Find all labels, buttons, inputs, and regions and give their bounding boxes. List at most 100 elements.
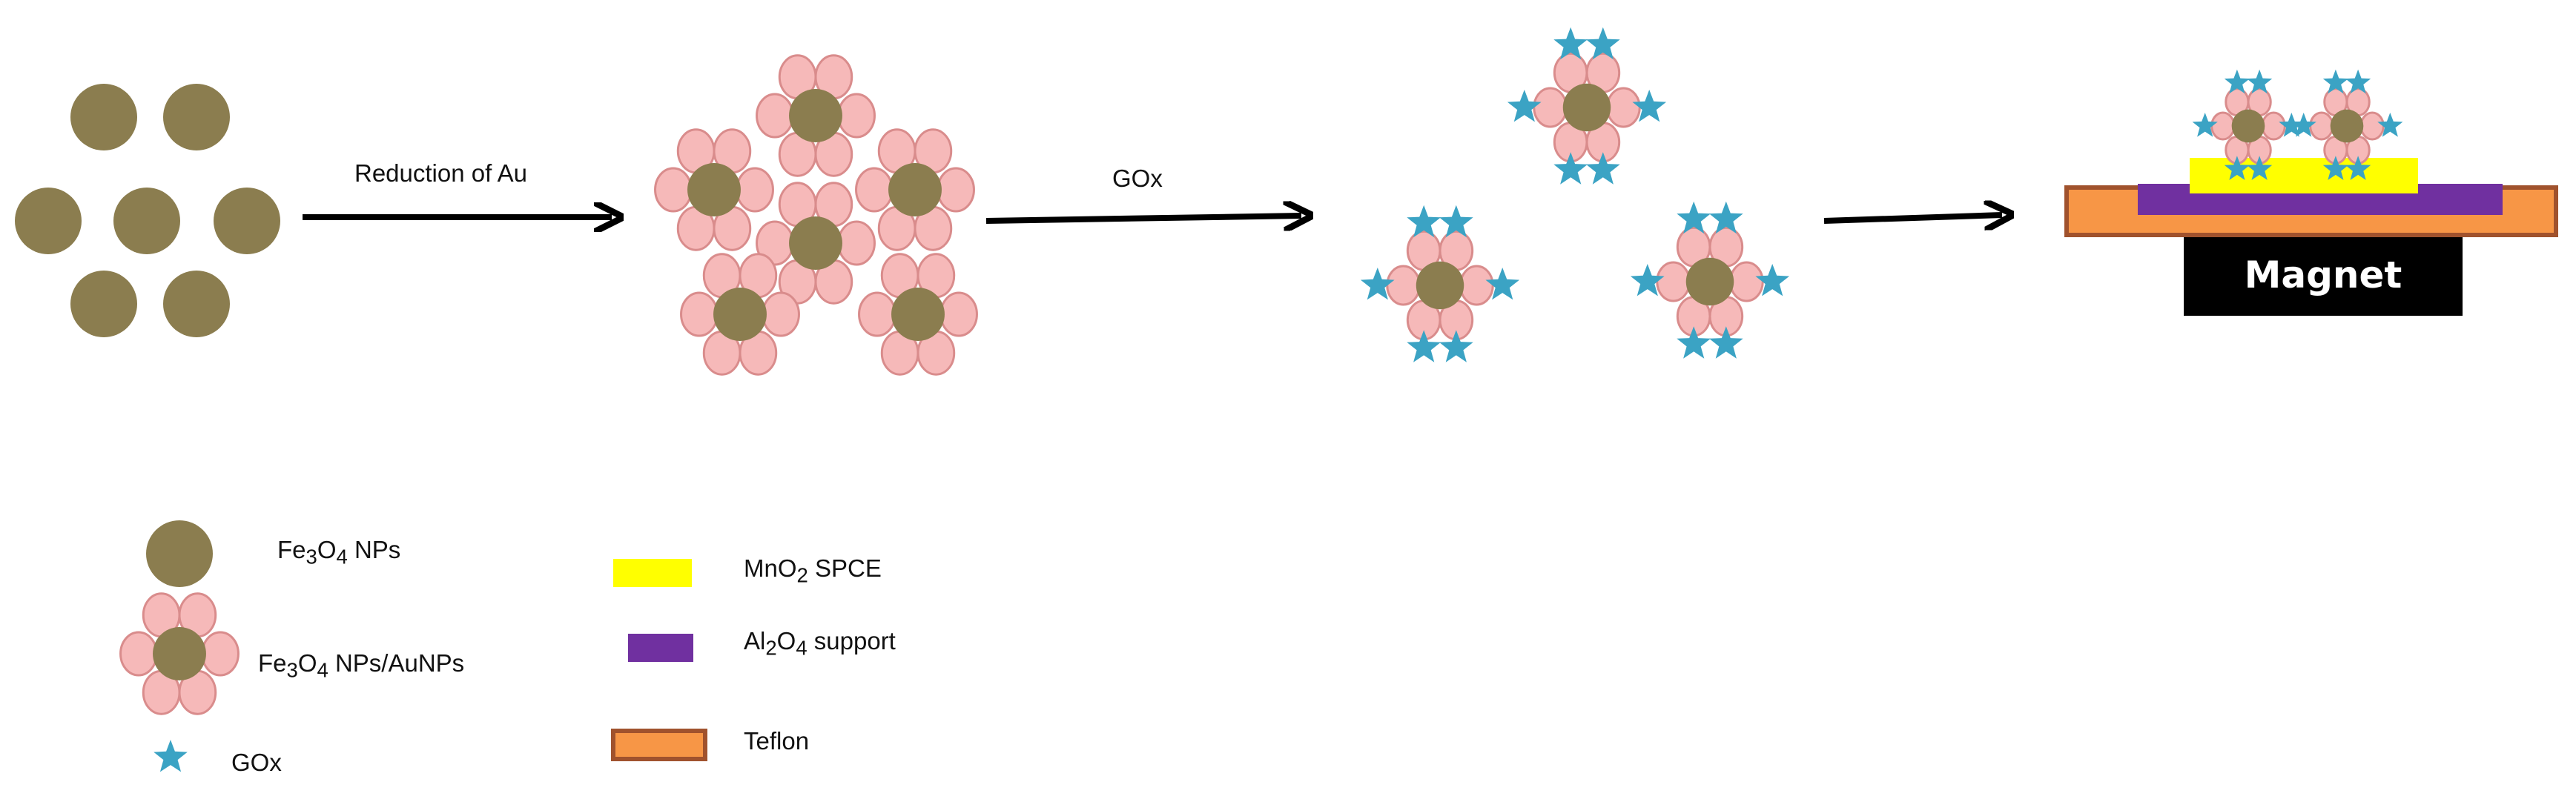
- gox-star-icon: [2192, 113, 2218, 137]
- fe3o4-cluster: [15, 84, 280, 337]
- gox-star-icon: [2247, 156, 2273, 180]
- gox-star-icon: [2345, 69, 2371, 94]
- au-nanoparticle: [736, 167, 774, 213]
- electrode-assembly: [2064, 158, 2558, 316]
- au-nanoparticle: [680, 291, 719, 337]
- fe3o4-aunp-particle: [858, 253, 978, 376]
- fe3o4-aunps-gox-cluster: [1360, 27, 1790, 362]
- fe3o4-aunp-particle: [855, 128, 975, 251]
- fe3o4-core: [687, 163, 741, 216]
- fe3o4-particle: [113, 188, 180, 254]
- gox-star-icon: [1586, 27, 1620, 60]
- fe3o4-core: [789, 89, 842, 142]
- fe3o4-core: [1416, 261, 1464, 310]
- mno2-spce-electrode: [2190, 158, 2418, 193]
- fe3o4-core: [1685, 257, 1734, 306]
- gox-star-icon: [1709, 326, 1743, 359]
- au-nanoparticle: [2261, 111, 2286, 141]
- au-nanoparticle: [201, 631, 240, 677]
- gox-star-icon: [1407, 205, 1441, 238]
- au-nanoparticle: [837, 220, 876, 266]
- gox-star-icon: [1553, 152, 1588, 185]
- gox-star-icon: [1507, 90, 1542, 122]
- au-nanoparticle: [1386, 265, 1421, 306]
- fe3o4-aunp-particle: [680, 253, 800, 376]
- fe3o4-particle: [163, 271, 230, 337]
- au-nanoparticle: [1606, 87, 1641, 128]
- gox-functionalized-particle: [1507, 27, 1667, 185]
- gox-star-icon: [1439, 330, 1473, 362]
- fe3o4-particle: [70, 271, 137, 337]
- gox-star-icon: [2322, 69, 2348, 94]
- immobilized-particles: [2192, 69, 2403, 180]
- fe3o4-aunps-cluster: [654, 54, 978, 376]
- legend-gox-star-icon: [153, 740, 188, 772]
- gox-star-icon: [1586, 152, 1620, 185]
- fe3o4-aunp-particle: [1533, 52, 1641, 163]
- fe3o4-core: [888, 163, 942, 216]
- fe3o4-core: [2330, 109, 2364, 143]
- au-nanoparticle: [858, 291, 896, 337]
- gox-star-icon: [1439, 205, 1473, 238]
- gox-star-icon: [2247, 69, 2273, 94]
- fe3o4-aunp-particle: [756, 54, 876, 177]
- gox-functionalized-particle: [1630, 201, 1790, 359]
- au-nanoparticle: [1656, 261, 1691, 302]
- gox-star-icon: [2322, 156, 2348, 180]
- fe3o4-aunp-particle: [2210, 87, 2286, 165]
- legend-fe3o4-aunps-symbol: [119, 592, 240, 715]
- gox-star-icon: [1677, 326, 1711, 359]
- fe3o4-core: [789, 216, 842, 270]
- gox-star-icon: [1630, 264, 1665, 296]
- gox-star-icon: [1755, 264, 1790, 296]
- fe3o4-core: [153, 627, 206, 680]
- gox-star-icon: [2345, 156, 2371, 180]
- fe3o4-core: [2231, 109, 2265, 143]
- au-nanoparticle: [762, 291, 800, 337]
- au-nanoparticle: [119, 631, 158, 677]
- gox-functionalized-particle: [2192, 69, 2305, 180]
- au-nanoparticle: [2359, 111, 2385, 141]
- gox-star-icon: [1485, 268, 1520, 300]
- gox-functionalized-particle: [1360, 205, 1520, 362]
- au-nanoparticle: [837, 93, 876, 139]
- fe3o4-particle: [70, 84, 137, 150]
- gox-star-icon: [1709, 201, 1743, 234]
- gox-star-icon: [1360, 268, 1395, 300]
- fe3o4-core: [713, 288, 767, 341]
- gox-star-icon: [1632, 90, 1667, 122]
- legend-teflon-swatch: [611, 729, 707, 761]
- fe3o4-aunp-particle: [654, 128, 774, 251]
- au-nanoparticle: [654, 167, 693, 213]
- au-nanoparticle: [756, 93, 794, 139]
- au-nanoparticle: [1533, 87, 1568, 128]
- gox-star-icon: [2224, 69, 2250, 94]
- gox-star-icon: [2291, 113, 2316, 137]
- fe3o4-aunp-particle: [119, 592, 240, 715]
- fe3o4-aunp-particle: [756, 182, 876, 305]
- fe3o4-aunp-particle: [1656, 226, 1764, 337]
- arrow-gox: [985, 216, 1301, 221]
- au-nanoparticle: [855, 167, 894, 213]
- arrow-assembly: [1823, 215, 2002, 221]
- legend: [119, 520, 707, 772]
- gox-star-icon: [2279, 113, 2305, 137]
- fe3o4-aunp-particle: [2309, 87, 2385, 165]
- fe3o4-particle: [15, 188, 82, 254]
- fe3o4-particle: [163, 84, 230, 150]
- au-nanoparticle: [937, 167, 975, 213]
- gox-star-icon: [1553, 27, 1588, 60]
- gox-star-icon: [153, 740, 188, 772]
- fe3o4-core: [891, 288, 945, 341]
- gox-star-icon: [2377, 113, 2403, 137]
- magnet-block: [2184, 237, 2463, 316]
- gox-star-icon: [2224, 156, 2250, 180]
- au-nanoparticle: [1459, 265, 1494, 306]
- fe3o4-core: [1562, 83, 1611, 132]
- legend-mno2-swatch: [613, 559, 692, 587]
- legend-fe3o4-symbol: [146, 520, 213, 587]
- gox-star-icon: [1677, 201, 1711, 234]
- gox-functionalized-particle: [2291, 69, 2403, 180]
- legend-al2o4-swatch: [628, 634, 693, 662]
